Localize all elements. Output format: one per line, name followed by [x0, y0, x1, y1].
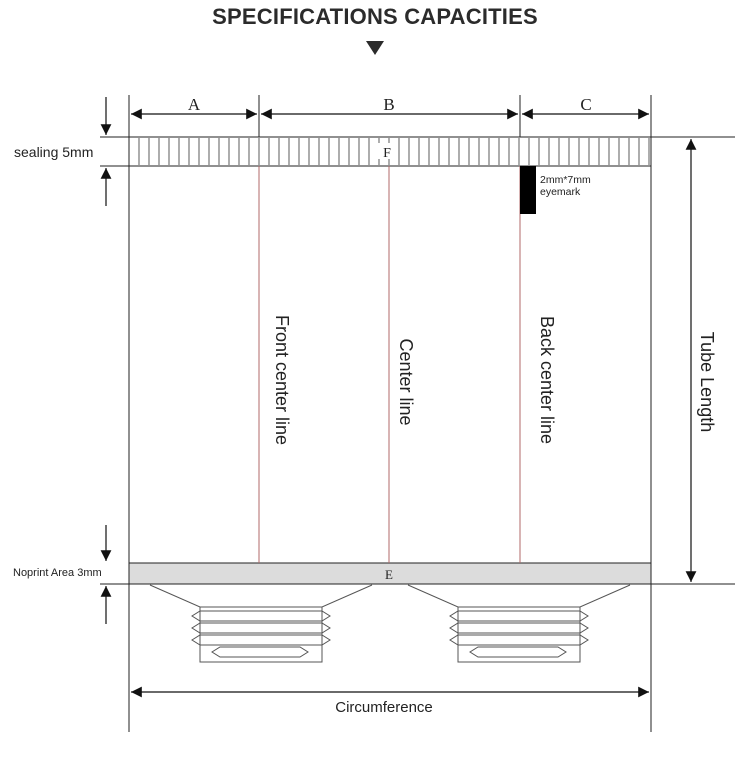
triangle-down-icon [366, 41, 384, 55]
cap-thread [449, 634, 589, 646]
tube-outline [100, 95, 735, 732]
front-center-line-label: Front center line [272, 315, 292, 445]
label-f: F [383, 146, 391, 161]
label-e: E [385, 567, 393, 582]
guide-lines [258, 166, 521, 563]
eyemark-size-label: 2mm*7mm [540, 174, 591, 186]
cap-thread [449, 622, 589, 634]
sealing-label: sealing 5mm [14, 144, 93, 160]
circumference-label: Circumference [335, 699, 433, 716]
cap-body [199, 606, 323, 663]
cap-thread [191, 634, 331, 646]
tube-shoulders [149, 584, 631, 608]
tube-length-label: Tube Length [697, 332, 717, 432]
cap-thread [211, 646, 309, 658]
cap-thread [469, 646, 567, 658]
cap-thread [191, 622, 331, 634]
back-center-line-label: Back center line [537, 316, 557, 444]
cap-thread [449, 610, 589, 622]
page-title: SPECIFICATIONS CAPACITIES [212, 4, 538, 29]
noprint-label: Noprint Area 3mm [13, 567, 102, 579]
cap-body [457, 606, 581, 663]
cap-thread [191, 610, 331, 622]
eyemark-block [520, 166, 536, 214]
label-b: B [383, 95, 394, 114]
sealing-band [128, 136, 652, 167]
label-a: A [188, 95, 201, 114]
center-line-label: Center line [396, 338, 416, 425]
eyemark-label: eyemark [540, 186, 581, 198]
label-c: C [580, 95, 591, 114]
